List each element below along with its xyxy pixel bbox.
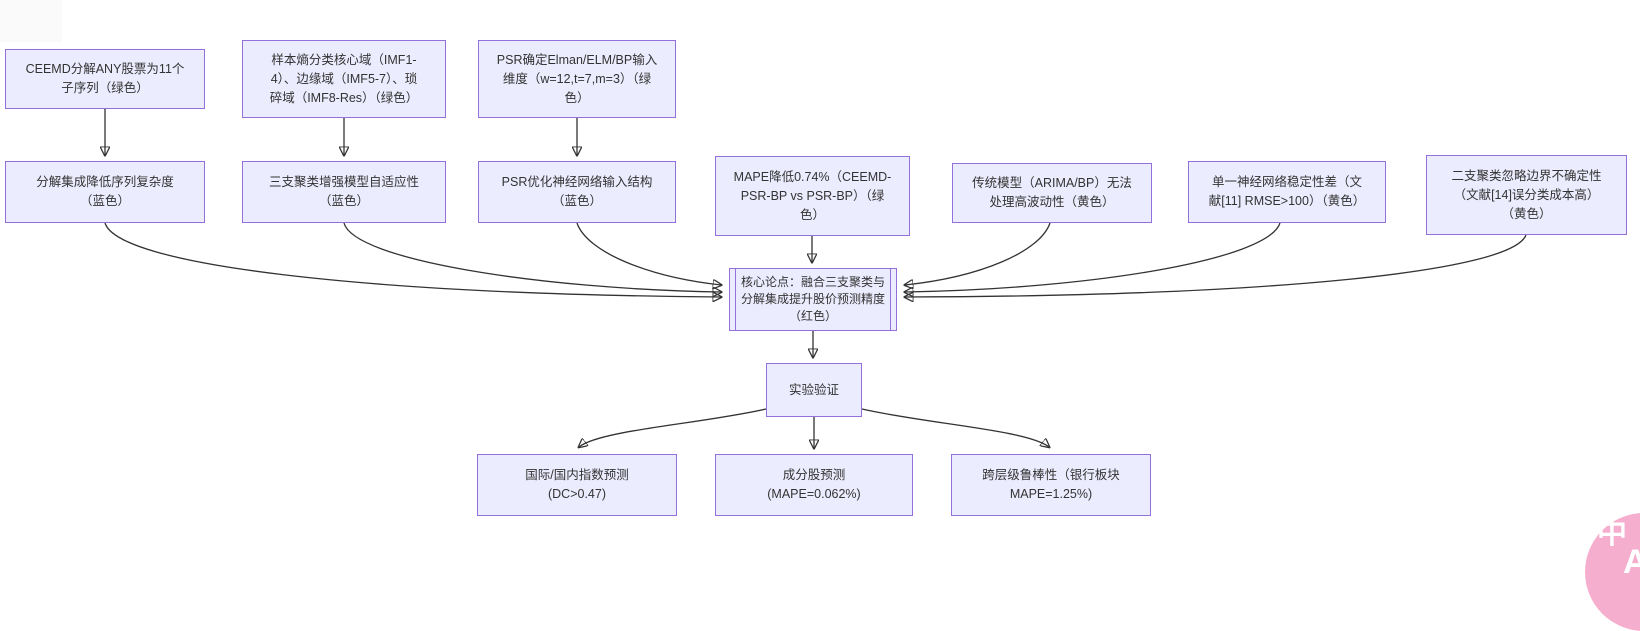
node-single-nn-instability: 单一神经网络稳定性差（文 献[11] RMSE>100）（黄色） [1188,161,1386,223]
node-psr-input-dimension: PSR确定Elman/ELM/BP输入 维度（w=12,t=7,m=3）（绿 色… [478,40,676,118]
node-psr-input-structure: PSR优化神经网络输入结构 （蓝色） [478,161,676,223]
node-index-prediction: 国际/国内指数预测 (DC>0.47) [477,454,677,516]
node-ceemd-decompose: CEEMD分解ANY股票为11个 子序列（绿色） [5,49,205,109]
edge-experiment-robust [861,408,1049,447]
edge-experiment-indexpred [579,408,767,447]
core-thesis-label: 核心论点：融合三支聚类与 分解集成提升股价预测精度 （红色） [740,274,885,324]
node-sample-entropy-domains: 样本熵分类核心域（IMF1- 4）、边缘域（IMF5-7）、琐 碎域（IMF8-… [242,40,446,118]
node-mape-reduction: MAPE降低0.74%（CEEMD- PSR-BP vs PSR-BP）（绿 色… [715,156,910,236]
node-twoway-clustering-limit: 二支聚类忽略边界不确定性 （文献[14]误分类成本高） （黄色） [1426,155,1627,235]
edge-psropt-core [576,222,721,285]
edges-layer [0,109,1527,574]
edge-traditional-core [905,222,1051,285]
edge-twoway-core [905,234,1527,297]
translate-en-glyph: A [1623,543,1640,581]
node-threeway-clustering-adaptivity: 三支聚类增强模型自适应性 （蓝色） [242,161,446,223]
node-core-thesis: 核心论点：融合三支聚类与 分解集成提升股价预测精度 （红色） [729,268,897,331]
edge-threeway-core [343,222,721,292]
translate-zh-glyph: 中 [1597,517,1627,550]
edge-decomp-core [104,222,721,297]
edge-singlenn-core [905,222,1281,292]
node-constituent-stock-prediction: 成分股预测 (MAPE=0.062%) [715,454,913,516]
node-cross-level-robustness: 跨层级鲁棒性（银行板块 MAPE=1.25%) [951,454,1151,516]
node-experiment-validation: 实验验证 [766,363,862,417]
node-traditional-model-limit: 传统模型（ARIMA/BP）无法 处理高波动性（黄色） [952,163,1152,223]
node-decomposition-ensemble: 分解集成降低序列复杂度 （蓝色） [5,161,205,223]
window-corner-artifact [0,0,62,42]
